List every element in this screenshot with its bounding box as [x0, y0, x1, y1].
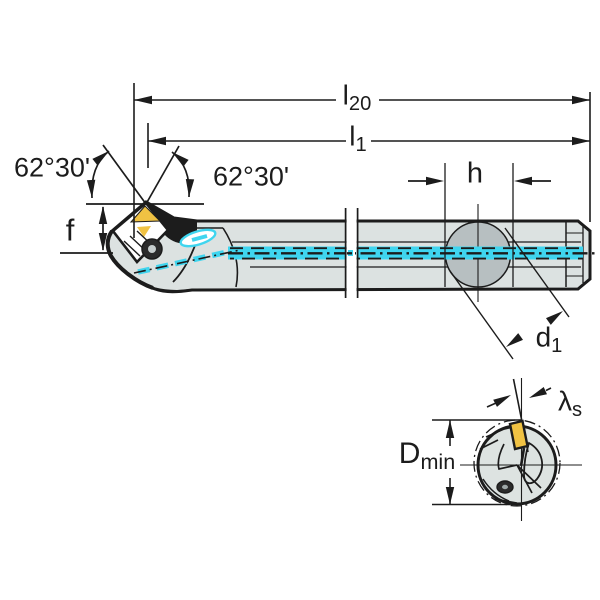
arrowhead: [134, 95, 152, 105]
label-h: h: [466, 157, 484, 190]
arrowhead: [493, 395, 511, 407]
dimension-l20: [133, 83, 591, 238]
angle-line-right: [145, 145, 180, 205]
coolant-duct-centerline: [133, 249, 241, 274]
insert-yellow-top: [129, 205, 162, 223]
break-lines: [344, 208, 359, 299]
arrowhead: [172, 152, 189, 167]
end-screw-hole-center: [502, 484, 508, 490]
label-dmin: Dmin: [399, 439, 455, 473]
label-d1-sub: 1: [551, 335, 563, 358]
tangent-line: [504, 227, 570, 318]
head-left-edge: [105, 229, 154, 290]
label-l20-base: l: [342, 79, 349, 111]
insert-hatch: [123, 240, 141, 257]
head-step: [193, 220, 223, 229]
coolant-band: [228, 246, 583, 260]
label-dmin-sub: min: [420, 449, 456, 475]
clamp-screw-center: [148, 245, 156, 253]
arrowhead: [506, 333, 523, 347]
label-lambda-sub: s: [571, 399, 583, 422]
arrowhead: [92, 151, 109, 166]
leader-line: [545, 387, 552, 392]
clamp-arm: [146, 202, 197, 244]
end-facet: [479, 439, 499, 450]
dimension-f: [60, 206, 113, 254]
min-bore-chain-circle: [473, 419, 561, 507]
label-l1: l1: [349, 120, 367, 157]
dimension-d1: [449, 227, 570, 360]
coolant-channel: [133, 228, 597, 275]
arrowhead: [572, 136, 590, 146]
arrowhead: [514, 176, 532, 186]
dimension-dmin: [432, 419, 521, 506]
end-pocket: [497, 443, 518, 471]
arrowhead: [445, 420, 455, 438]
insert-yellow-chip: [137, 226, 151, 237]
dimension-l1: [147, 123, 590, 168]
arrowhead: [185, 179, 195, 197]
label-lambda-base: λ: [557, 385, 572, 417]
end-bottom-facet: [494, 498, 518, 504]
label-l1-base: l: [349, 120, 356, 152]
arrowhead: [98, 233, 108, 251]
label-l1-sub: 1: [355, 134, 367, 157]
arrowhead: [529, 387, 547, 398]
label-l20: l20: [342, 79, 372, 116]
arrowhead: [98, 206, 108, 224]
label-d1-base: d: [535, 321, 552, 353]
arrowhead: [86, 179, 96, 198]
end-clamp: [523, 441, 544, 485]
label-l20-sub: 20: [348, 93, 372, 116]
insert-edge-thick: [519, 447, 526, 467]
leader-line: [486, 402, 497, 408]
end-view: [460, 378, 582, 521]
dimension-lambda-s: [486, 387, 552, 408]
end-left-arc: [482, 478, 510, 502]
arrowhead: [445, 487, 455, 505]
label-d1: d1: [535, 321, 563, 358]
label-dmin-base: D: [398, 437, 421, 471]
dimension-entering-angle: [86, 144, 204, 205]
end-view-insert: [508, 419, 529, 451]
label-angle-left: 62°30': [13, 152, 91, 183]
arrowhead: [572, 95, 590, 105]
end-wedge: [516, 464, 542, 494]
tangent-line: [449, 270, 514, 360]
arrowhead: [426, 176, 444, 186]
label-f: f: [65, 212, 75, 248]
dimension-h: [408, 163, 551, 287]
head-bottom-curve: [152, 287, 191, 293]
label-angle-right: 62°30': [212, 161, 290, 192]
arrowhead: [148, 136, 166, 146]
angle-line-left: [102, 144, 147, 205]
arrowhead: [546, 311, 563, 325]
cutting-head: [105, 201, 239, 293]
label-lambda-s: λs: [557, 385, 583, 422]
coolant-nozzle-jet: [191, 234, 208, 242]
